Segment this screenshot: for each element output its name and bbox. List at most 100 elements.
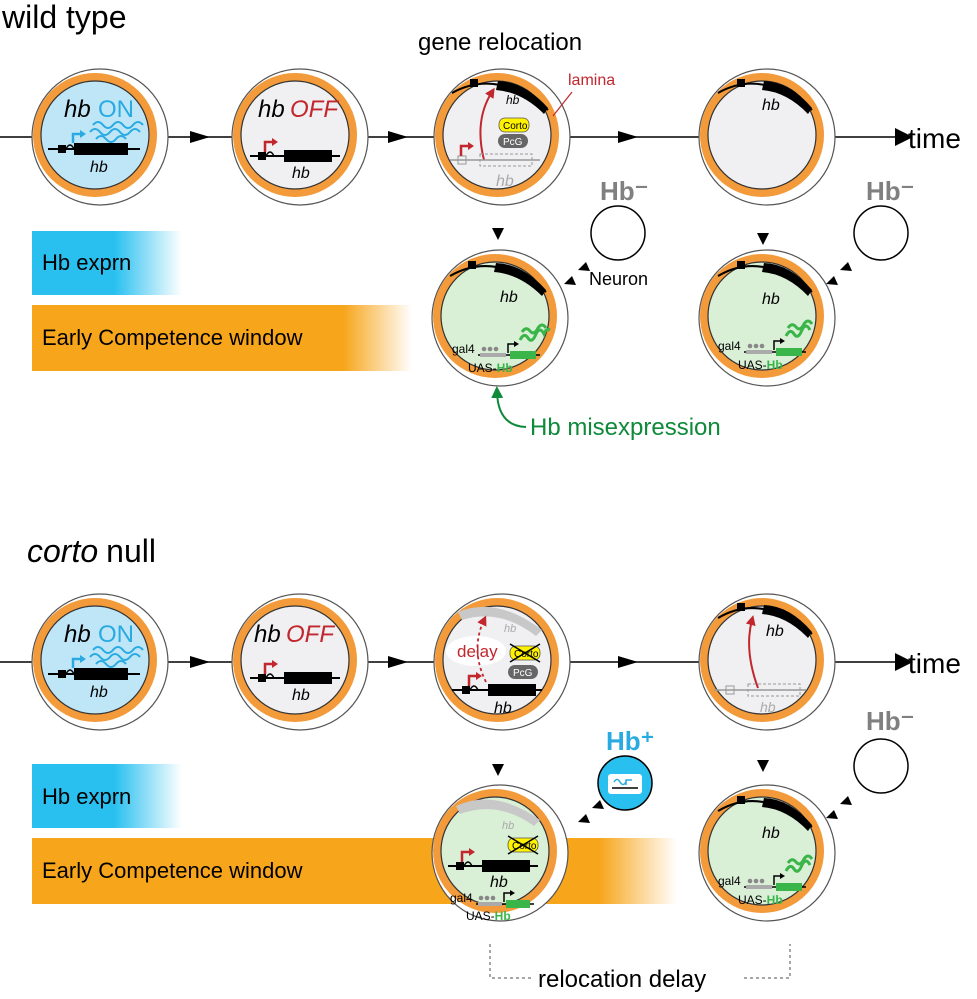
uas-label: UAS-Hb [738, 358, 783, 372]
double-arrow [826, 810, 838, 819]
ghost-gene-label: hb [504, 623, 516, 635]
hb-expression-bar [32, 764, 182, 828]
down-arrow [492, 228, 504, 240]
gene-name: hb [254, 621, 281, 648]
gene-state-on: ON [98, 96, 134, 123]
lamina-label: lamina [568, 72, 615, 89]
nucleus-hb-off: hb OFF hb [231, 68, 369, 206]
delay-bubble [446, 636, 506, 666]
gene-label: hb [292, 165, 310, 182]
uas-label: UAS-Hb [466, 909, 511, 923]
timeline-arrow [895, 653, 913, 671]
gene-name: hb [64, 621, 91, 648]
promoter-arrow [71, 132, 83, 143]
nucleus-misexpression: hb gal4 UAS-Hb [698, 249, 836, 387]
nucleus-delay: hb delay Corto PcG hb [433, 593, 571, 731]
ghost-gene-label: hb [502, 820, 514, 832]
neuron-label: Neuron [589, 269, 648, 289]
down-arrow [757, 760, 769, 772]
hb-expression-bar [32, 231, 182, 295]
gene-label: hb [762, 825, 780, 842]
transcript-wave [89, 128, 141, 136]
step-arrow [618, 656, 638, 668]
timeline-arrow [895, 128, 913, 146]
misexpression-arrow [491, 386, 527, 428]
competence-window-bar [32, 838, 677, 904]
promoter-arrow [263, 140, 274, 152]
relocation-arrow [745, 615, 759, 689]
step-arrow [618, 131, 638, 143]
pcg-label: PcG [503, 137, 523, 148]
gene-label: hb [762, 291, 780, 308]
step-arrow [388, 656, 408, 668]
gene-name: hb [258, 96, 285, 123]
top-gene-label: hb [506, 93, 520, 107]
gene-label: hb [90, 684, 108, 701]
nucleus-misexpression: hb gal4 UAS-Hb [698, 784, 836, 922]
time-label: time [908, 648, 961, 679]
gal4-label: gal4 [718, 339, 741, 353]
gal4-label: gal4 [718, 874, 741, 888]
hb-exprn-label: Hb exprn [42, 784, 131, 809]
gene-state-on: ON [98, 621, 134, 648]
promoter-arrow [71, 657, 83, 668]
nucleus-hb-on: hb ON hb [31, 593, 169, 731]
neuron [590, 205, 646, 261]
gene-state-off: OFF [290, 96, 339, 123]
promoter-arrow [263, 662, 274, 674]
delayed-relocation-arrow [476, 615, 487, 683]
pcg-protein [498, 134, 528, 148]
pcg-label: PcG [513, 668, 533, 679]
ghost-gene-label: hb [760, 699, 776, 715]
gene-label: hb [494, 700, 512, 717]
step-arrow [190, 656, 210, 668]
gene-label: hb [500, 289, 518, 306]
nucleus-misexpression-delayed: hb Corto hb gal4 UAS-Hb [431, 784, 569, 923]
gene-name: hb [64, 96, 91, 123]
pcg-protein [508, 665, 538, 679]
uas-label: UAS-Hb [468, 361, 513, 375]
hb-exprn-label: Hb exprn [42, 250, 131, 275]
ghost-gene-label: hb [496, 173, 514, 190]
double-arrow [826, 276, 838, 285]
panel-title: wild type [1, 0, 127, 35]
gene-label: hb [490, 874, 508, 891]
nucleus-late-relocation: hb hb [698, 593, 836, 731]
gal4-label: gal4 [450, 891, 473, 905]
gene-label: hb [766, 623, 784, 640]
double-arrow [564, 276, 576, 285]
neuron-hb-label: Hb⁺ [606, 726, 654, 756]
down-arrow [492, 764, 504, 776]
neuron [853, 738, 909, 794]
step-arrow [388, 131, 408, 143]
gene-label: hb [90, 159, 108, 176]
step-arrow [190, 131, 210, 143]
neuron [853, 205, 909, 261]
uas-label: UAS-Hb [738, 893, 783, 907]
competence-label: Early Competence window [42, 858, 303, 883]
double-arrow [578, 814, 590, 823]
misexpression-label: Hb misexpression [530, 414, 721, 441]
neuron-hb-label: Hb⁻ [866, 706, 914, 736]
nucleus-misexpression: hb gal4 UAS-Hb [431, 249, 569, 387]
nucleus-gene-relocation: gene relocation hb lamina Corto PcG hb [418, 29, 615, 206]
time-label: time [908, 123, 961, 154]
down-arrow [757, 233, 769, 245]
relocation-delay-bracket [489, 944, 791, 979]
neuron-hb-label: Hb⁻ [866, 176, 914, 206]
gene-label: hb [762, 97, 780, 114]
competence-label: Early Competence window [42, 325, 303, 350]
relocation-delay-label: relocation delay [538, 966, 706, 993]
gene-state-off: OFF [286, 621, 335, 648]
corto-protein [498, 117, 530, 133]
cell-header: gene relocation [418, 29, 582, 56]
nucleus-relocated: hb [698, 68, 836, 206]
corto-label: Corto [503, 121, 528, 132]
panel-wild-type: wild type time hb ON hb [0, 0, 961, 441]
gal4-label: gal4 [452, 342, 475, 356]
neuron-hb-label: Hb⁻ [600, 176, 648, 206]
